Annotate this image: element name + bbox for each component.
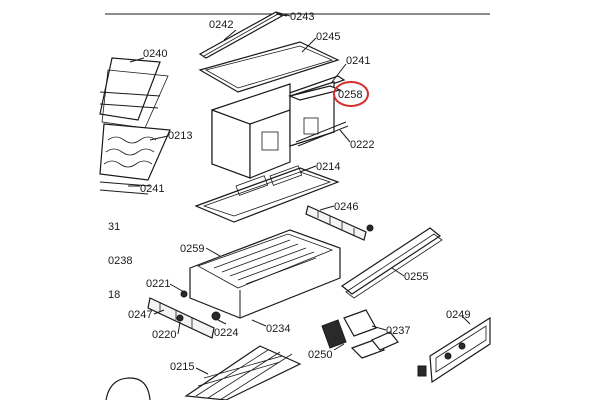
insulation-block-0258 — [211, 81, 342, 179]
clip-0221 — [180, 290, 188, 298]
label-0238: 0238 — [108, 255, 132, 267]
rod-0222 — [295, 121, 347, 143]
glass-shelf-0240 — [99, 57, 161, 121]
bottom-left-part — [105, 377, 151, 400]
side-rail-0246 — [305, 205, 374, 241]
label-0237: 0237 — [386, 325, 410, 337]
wire-shelf-0215 — [184, 345, 302, 400]
label-0255: 0255 — [404, 271, 428, 283]
left-shelf-stack — [99, 57, 171, 195]
label-0247: 0247 — [128, 309, 152, 321]
label-0243: 0243 — [290, 11, 314, 23]
label-0241-upper: 0241 — [346, 55, 370, 67]
label-0241-lower: 0241 — [140, 183, 164, 195]
label-18: 18 — [108, 289, 120, 301]
label-0213: 0213 — [168, 130, 192, 142]
label-0258: 0258 — [338, 89, 362, 101]
rail-strips-0242-0243 — [198, 11, 291, 59]
left-rail-0247 — [147, 290, 221, 339]
label-0215: 0215 — [170, 361, 194, 373]
label-0220: 0220 — [152, 329, 176, 341]
label-0249: 0249 — [446, 309, 470, 321]
leader-lines — [128, 13, 471, 375]
shelf-frame-0213 — [99, 123, 171, 181]
label-0246: 0246 — [334, 201, 358, 213]
crisper-lid-0214 — [194, 165, 340, 223]
glass-plate-0245 — [198, 41, 340, 93]
front-flap-0255 — [340, 227, 443, 299]
screw-0224 — [211, 311, 221, 321]
label-0222: 0222 — [350, 139, 374, 151]
label-0242: 0242 — [209, 19, 233, 31]
label-0214: 0214 — [316, 161, 340, 173]
highlight-circle-0258 — [333, 81, 369, 107]
label-0224: 0224 — [214, 327, 238, 339]
label-0250: 0250 — [308, 349, 332, 361]
clip-0220 — [176, 314, 184, 322]
label-31: 31 — [108, 221, 120, 233]
crisper-drawer-0259 — [189, 229, 341, 319]
label-0240: 0240 — [143, 48, 167, 60]
hinge-parts-0237-0250 — [321, 309, 399, 359]
side-panel-0249 — [417, 316, 491, 384]
label-0221: 0221 — [146, 278, 170, 290]
label-0245: 0245 — [316, 31, 340, 43]
label-0259: 0259 — [180, 243, 204, 255]
label-0234: 0234 — [266, 323, 290, 335]
